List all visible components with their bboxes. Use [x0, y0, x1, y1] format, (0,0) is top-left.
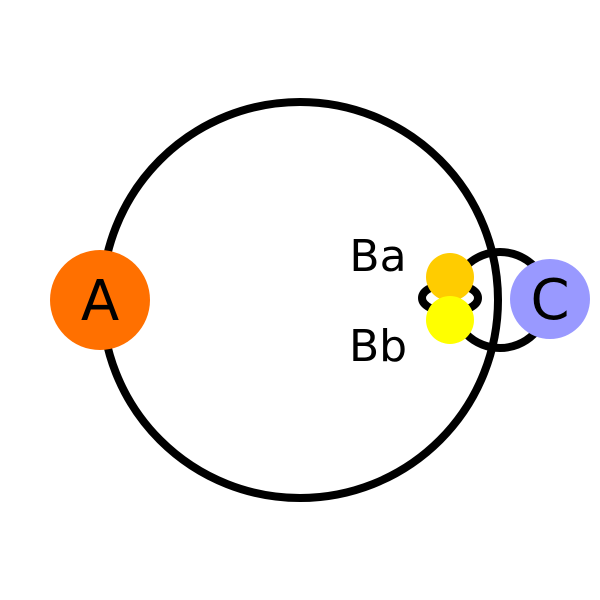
star-a: [50, 250, 150, 350]
star-bb-label: Bb: [349, 321, 407, 372]
star-ba: [426, 253, 474, 301]
star-c: [510, 259, 590, 339]
star-ba-label: Ba: [349, 231, 406, 282]
star-a-label: A: [81, 269, 119, 334]
star-c-label: C: [530, 268, 569, 333]
star-bb: [426, 296, 474, 344]
